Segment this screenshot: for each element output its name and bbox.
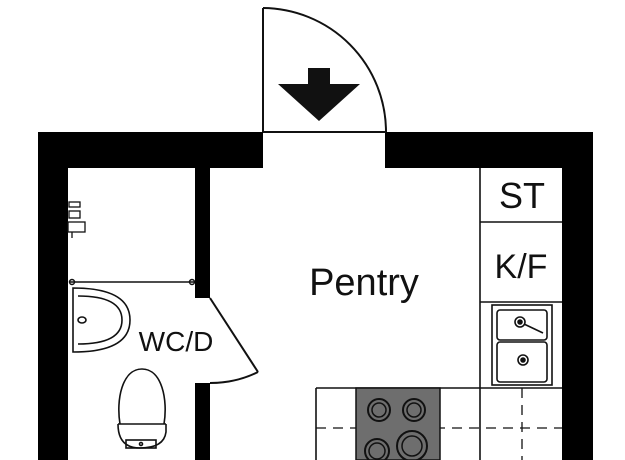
room-label-wc-d: WC/D [139,326,214,357]
toilet-icon [117,368,167,449]
shower-rail-end-right [188,278,196,286]
sink-icon [491,304,553,386]
entrance-door [262,7,387,133]
stove-icon [355,387,441,460]
burner-2 [402,398,426,422]
bathroom-door-swing [209,371,259,384]
wall-right [562,132,593,460]
shower-rail-end-left [68,278,76,286]
arrow-down-icon [278,68,360,121]
shower-rail [68,278,196,286]
wall-top-left [38,132,263,168]
exterior-walls [38,132,593,460]
bathroom-door-leaf [209,297,259,373]
washbasin-icon [72,287,131,353]
shower-tap-icon [67,201,86,238]
bathroom-door [209,297,259,384]
entrance-door-swing [262,7,387,133]
wall-left [38,132,68,460]
burner-4 [396,430,428,460]
room-label-k-f: K/F [495,248,548,286]
storage-column [479,168,562,460]
burner-3 [364,438,390,460]
interior-walls [195,168,210,460]
room-label-pentry: Pentry [309,262,419,304]
room-label-st: ST [499,175,545,216]
bathroom-wall-upper [195,168,210,298]
burner-1 [367,398,391,422]
wall-top-right [385,132,593,168]
bathroom-wall-lower [195,383,210,460]
